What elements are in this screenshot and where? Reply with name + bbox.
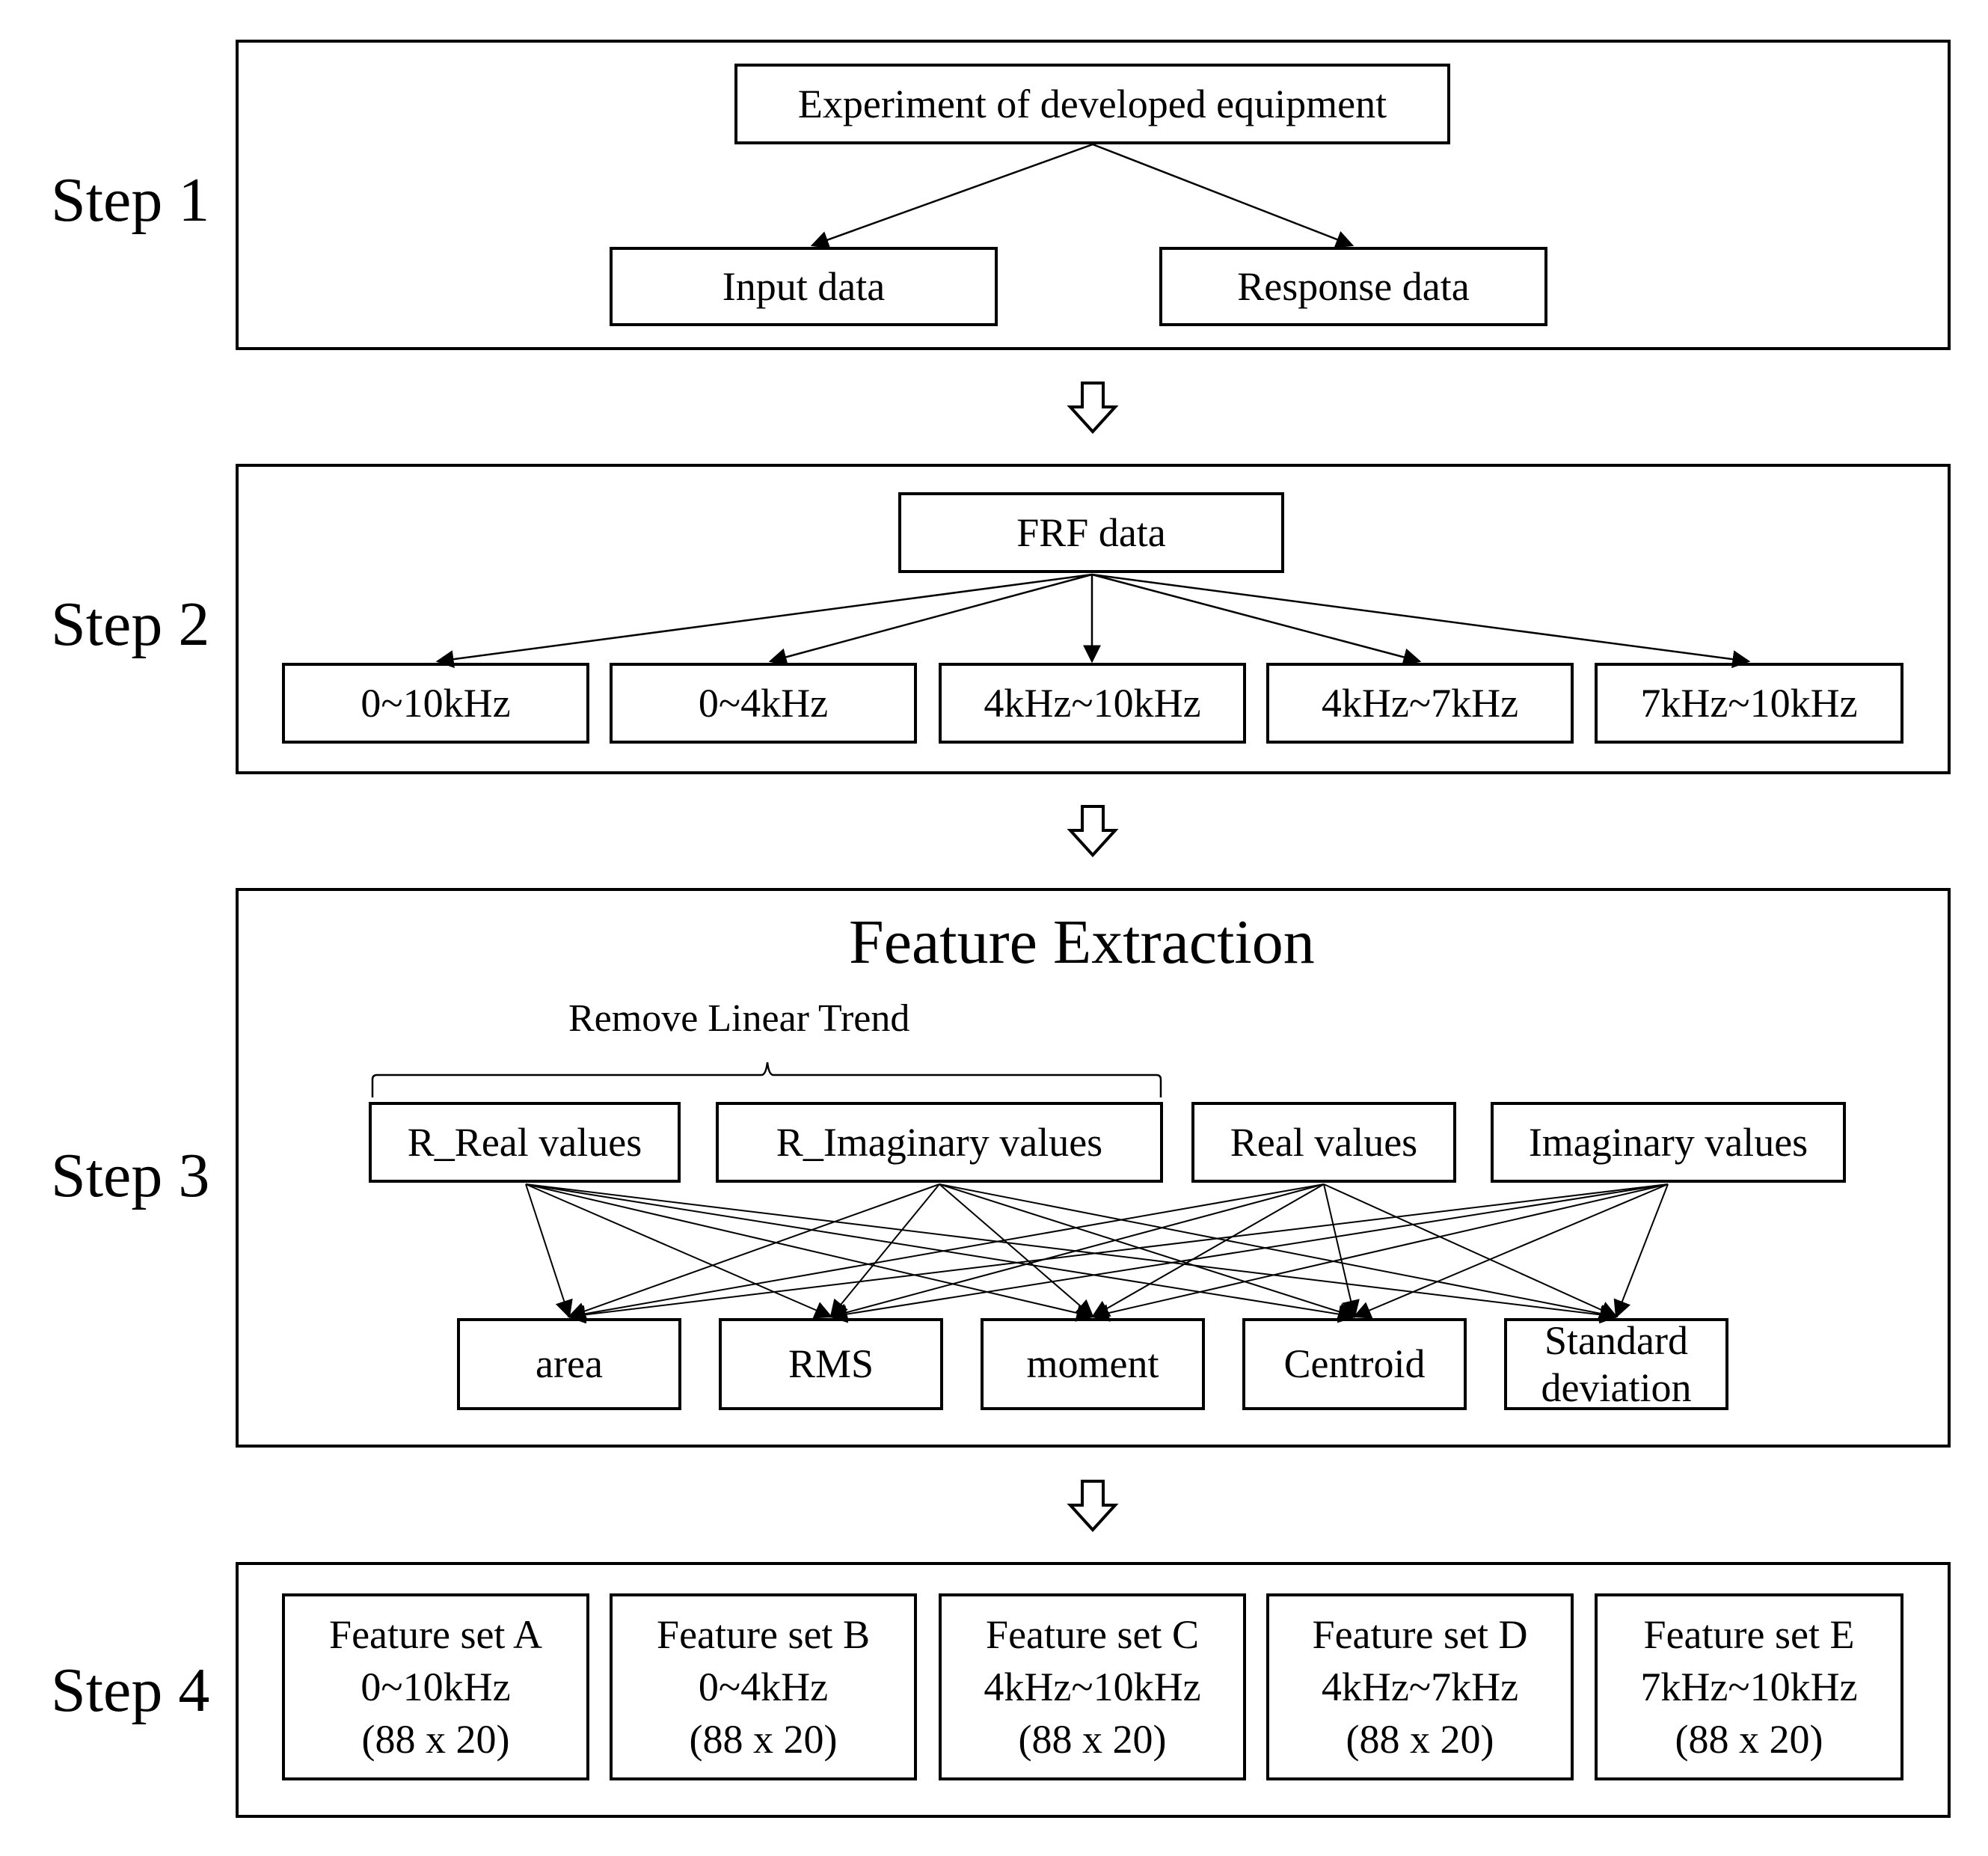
feature-extraction-title: Feature Extraction xyxy=(849,907,1315,977)
down-arrow-2-icon xyxy=(1067,805,1119,857)
down-arrow-1-icon xyxy=(1067,382,1119,434)
feature-area: area xyxy=(457,1318,681,1410)
step-3-label: Step 3 xyxy=(51,1141,210,1210)
input-data-node: Input data xyxy=(610,247,998,326)
down-arrow-3-icon xyxy=(1067,1480,1119,1532)
experiment-node: Experiment of developed equipment xyxy=(734,64,1450,144)
band-node-4-10khz: 4kHz~10kHz xyxy=(939,663,1246,744)
feature-moment: moment xyxy=(981,1318,1205,1410)
remove-linear-trend-label: Remove Linear Trend xyxy=(568,997,910,1040)
step-2-label: Step 2 xyxy=(51,589,210,659)
source-r-real-values: R_Real values xyxy=(369,1102,681,1183)
band-node-0-10khz: 0~10kHz xyxy=(282,663,589,744)
step-1-label: Step 1 xyxy=(51,165,210,235)
source-r-imaginary-values: R_Imaginary values xyxy=(716,1102,1163,1183)
source-imaginary-values: Imaginary values xyxy=(1491,1102,1846,1183)
feature-centroid: Centroid xyxy=(1242,1318,1467,1410)
source-real-values: Real values xyxy=(1191,1102,1456,1183)
response-data-node: Response data xyxy=(1159,247,1547,326)
frf-data-node: FRF data xyxy=(898,492,1284,573)
band-node-4-7khz: 4kHz~7kHz xyxy=(1266,663,1574,744)
step-4-label: Step 4 xyxy=(51,1656,210,1725)
band-node-7-10khz: 7kHz~10kHz xyxy=(1595,663,1903,744)
band-node-0-4khz: 0~4kHz xyxy=(610,663,917,744)
feature-rms: RMS xyxy=(719,1318,943,1410)
